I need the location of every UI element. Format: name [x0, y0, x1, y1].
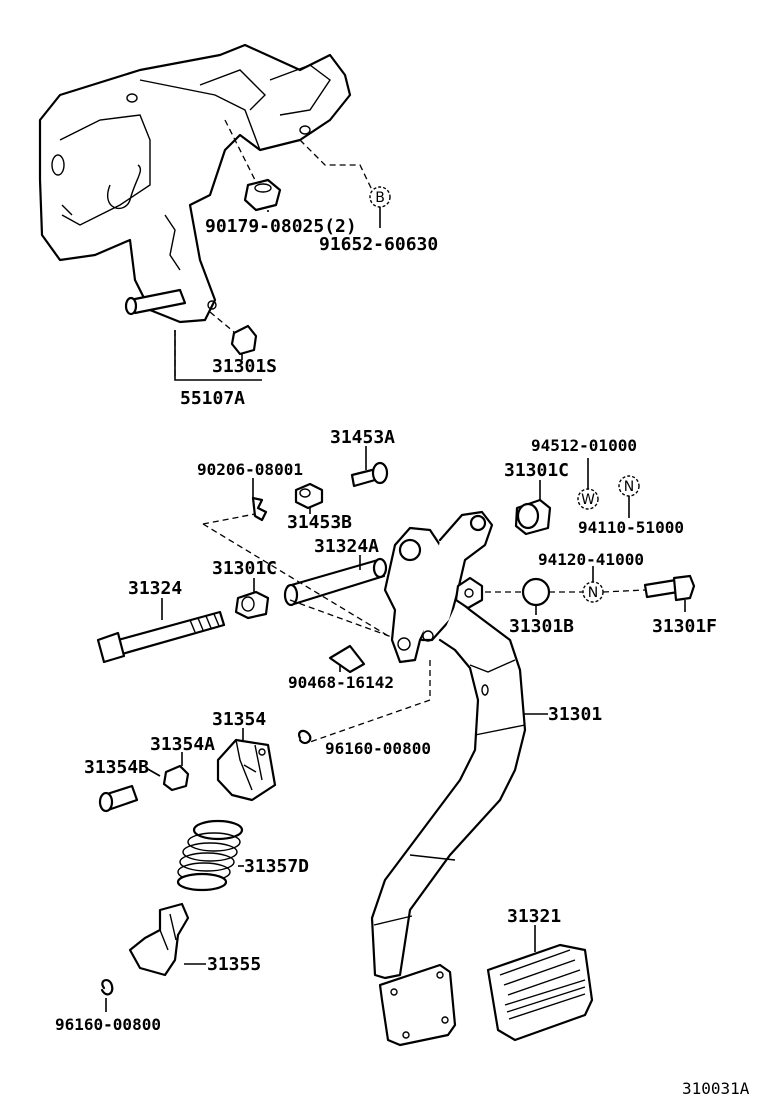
label-94120-41000: 94120-41000: [538, 550, 644, 569]
nut-90179-drawing: [243, 178, 282, 212]
label-31321: 31321: [507, 906, 561, 927]
label-31301S: 31301S: [212, 356, 277, 377]
bushing-31301C-top-drawing: [514, 498, 552, 536]
label-31357D: 31357D: [244, 856, 309, 877]
bushing-31301C-left-drawing: [234, 590, 270, 620]
label-31301C-top: 31301C: [504, 460, 569, 481]
label-91652-60630: 91652-60630: [319, 234, 438, 255]
pedal-arm-31301-drawing: [370, 510, 527, 1047]
marker-n-top: N: [618, 475, 640, 497]
marker-n-bottom: N: [582, 581, 604, 603]
bush-31354A-drawing: [162, 764, 190, 792]
svg-text:W: W: [581, 492, 595, 508]
label-31354B: 31354B: [84, 757, 149, 778]
label-31324A: 31324A: [314, 536, 379, 557]
label-96160-00800-bottom: 96160-00800: [55, 1015, 161, 1034]
label-55107A: 55107A: [180, 388, 245, 409]
figure-number: 310031A: [682, 1079, 750, 1098]
label-31301F: 31301F: [652, 616, 717, 637]
label-94512-01000: 94512-01000: [531, 436, 637, 455]
label-90206-08001: 90206-08001: [197, 460, 303, 479]
sleeve-31324A-drawing: [283, 557, 388, 607]
clip-96160-top-drawing: [298, 729, 312, 745]
svg-text:N: N: [588, 585, 598, 601]
label-31324: 31324: [128, 578, 182, 599]
spring-31357D-drawing: [176, 819, 244, 892]
svg-text:N: N: [624, 479, 634, 495]
svg-text:B: B: [375, 190, 385, 206]
label-31354A: 31354A: [150, 734, 215, 755]
bushing-31301S-drawing: [230, 324, 258, 356]
pedal-bracket-drawing: [38, 43, 352, 324]
part-31355-drawing: [128, 902, 190, 977]
marker-w: W: [577, 488, 599, 510]
clip-96160-bottom-drawing: [100, 979, 114, 996]
bush-31453B-drawing: [294, 482, 324, 510]
label-31301C-left: 31301C: [212, 558, 277, 579]
label-31453A: 31453A: [330, 427, 395, 448]
marker-b: B: [369, 186, 391, 208]
pedal-pad-31321-drawing: [486, 943, 594, 1042]
bolt-31301F-drawing: [643, 574, 696, 602]
label-31355: 31355: [207, 954, 261, 975]
clip-90468-drawing: [328, 644, 366, 674]
label-31453B: 31453B: [287, 512, 352, 533]
bushing-31301B-drawing: [521, 577, 551, 607]
label-94110-51000: 94110-51000: [578, 518, 684, 537]
bolt-31324-drawing: [96, 610, 226, 664]
clip-90206-drawing: [251, 496, 268, 522]
label-31301B: 31301B: [509, 616, 574, 637]
pin-31354B-drawing: [98, 784, 139, 813]
label-96160-00800-top: 96160-00800: [325, 739, 431, 758]
pin-31453A-drawing: [350, 461, 389, 488]
label-90179-08025: 90179-08025(2): [205, 216, 357, 237]
label-90468-16142: 90468-16142: [288, 673, 394, 692]
bracket-31354-drawing: [216, 738, 277, 802]
label-31354: 31354: [212, 709, 266, 730]
label-31301: 31301: [548, 704, 602, 725]
